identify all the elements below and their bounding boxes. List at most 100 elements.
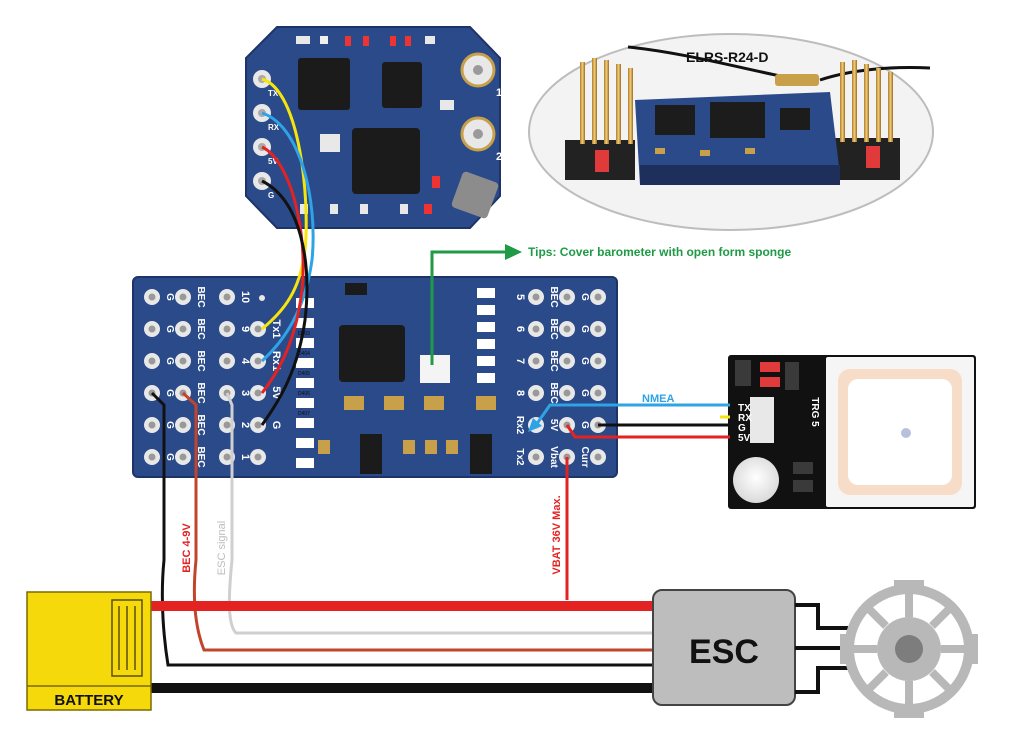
rx-pin-tx: TX xyxy=(268,89,279,98)
receiver-photo: ELRS-R24-D xyxy=(528,33,934,231)
fc-mcu-chip xyxy=(339,325,405,382)
left-g-6: G xyxy=(164,453,175,461)
receiver-chip-1 xyxy=(298,58,350,110)
motor xyxy=(840,580,978,718)
gps-pin-g: G xyxy=(738,423,746,434)
gps-module: TX RX G 5V TRG 5 xyxy=(728,355,976,509)
left-g-3: G xyxy=(164,357,175,365)
right-num-5: 5 xyxy=(514,294,526,300)
chip-label-2: D404 xyxy=(298,351,310,357)
right-num-8: 8 xyxy=(514,390,526,396)
receiver-button xyxy=(451,171,499,219)
chip-label-3: D405 xyxy=(298,371,310,377)
chip-label-5: D407 xyxy=(298,411,310,417)
chip-label-4: D406 xyxy=(298,391,310,397)
wire-rx-rx-blue xyxy=(260,111,315,363)
pad-vbat: Vbat xyxy=(548,446,559,468)
gps-wires: NMEA xyxy=(528,393,730,439)
barometer xyxy=(420,355,450,383)
tip-text: Tips: Cover barometer with open form spo… xyxy=(528,245,791,259)
wire-gps-5v-red xyxy=(565,424,730,439)
nmea-label: NMEA xyxy=(642,393,674,405)
wire-bec-ground-black xyxy=(150,391,655,667)
gps-feed-point xyxy=(901,428,911,438)
header-block-right xyxy=(830,138,900,180)
left-num-4: 4 xyxy=(239,358,251,365)
fc-right-labels: 5 6 7 8 BEC BEC BEC BEC G G G G Rx2 Tx2 … xyxy=(514,286,590,468)
left-g-1: G xyxy=(164,293,175,301)
esc-label: ESC xyxy=(689,633,759,671)
uart-tx1: Tx1 xyxy=(270,320,282,339)
right-g-3: G xyxy=(579,357,590,365)
gps-pin-tx: TX xyxy=(738,403,751,414)
receiver-wires xyxy=(260,77,315,426)
right-bec-3: BEC xyxy=(548,350,559,371)
right-bec-4: BEC xyxy=(548,382,559,403)
wire-rx-tx-yellow xyxy=(261,77,308,331)
left-bec-4: BEC xyxy=(195,382,206,403)
gps-chip xyxy=(750,397,774,443)
right-g-1: G xyxy=(579,293,590,301)
fc-left-pads xyxy=(144,289,266,465)
esc: ESC xyxy=(652,589,796,706)
receiver-antenna-2 xyxy=(819,66,931,82)
left-num-9: 9 xyxy=(239,326,251,332)
left-bec-5: BEC xyxy=(195,414,206,435)
motor-shaft xyxy=(895,635,923,663)
gps-model-label: TRG 5 xyxy=(809,397,820,427)
bec-label: BEC 4-9V xyxy=(181,523,193,573)
left-num-1: 1 xyxy=(239,454,251,460)
tip-arrow-line xyxy=(430,250,505,365)
motor-spokes xyxy=(854,594,964,704)
pad-5v: 5V xyxy=(548,419,559,432)
antenna-connector xyxy=(775,74,819,86)
left-g-2: G xyxy=(164,325,175,333)
receiver-chip-3 xyxy=(352,128,420,194)
rx-pin-rx: RX xyxy=(268,123,280,132)
antenna-label-2: 2 xyxy=(496,151,502,163)
rx-pin-5v: 5V xyxy=(268,157,278,166)
pad-rx2: Rx2 xyxy=(514,416,525,435)
left-num-2: 2 xyxy=(239,422,251,428)
gps-pin-rx: RX xyxy=(738,413,752,424)
vbat-label: VBAT 36V Max. xyxy=(551,495,563,574)
right-num-6: 6 xyxy=(514,326,526,332)
right-g-2: G xyxy=(579,325,590,333)
esc-signal-label: ESC signal xyxy=(216,521,228,575)
battery-label: BATTERY xyxy=(54,692,123,709)
left-bec-6: BEC xyxy=(195,446,206,467)
right-g-4: G xyxy=(579,389,590,397)
left-num-3: 3 xyxy=(239,390,251,396)
uart-g: G xyxy=(270,421,282,430)
barometer-tip: Tips: Cover barometer with open form spo… xyxy=(430,244,791,365)
wire-rx-5v-red xyxy=(260,145,305,394)
pad-tx2: Tx2 xyxy=(514,448,525,466)
antenna-label-1: 1 xyxy=(496,87,502,99)
receiver-model-label: ELRS-R24-D xyxy=(686,49,768,65)
left-bec-3: BEC xyxy=(195,350,206,371)
left-g-5: G xyxy=(164,421,175,429)
wire-gps-tx-blue xyxy=(534,403,730,426)
wire-rx-g-black xyxy=(260,179,309,426)
gps-battery-cell xyxy=(733,457,779,503)
pad-curr: Curr xyxy=(579,446,590,467)
receiver-antenna xyxy=(627,45,791,80)
left-bec-1: BEC xyxy=(195,286,206,307)
flight-controller: D403 D404 D405 D406 D407 xyxy=(132,276,618,478)
right-bec-1: BEC xyxy=(548,286,559,307)
left-g-4: G xyxy=(164,389,175,397)
right-num-7: 7 xyxy=(514,358,526,364)
rx-pin-g: G xyxy=(268,191,274,200)
motor-wires xyxy=(795,603,848,694)
left-bec-2: BEC xyxy=(195,318,206,339)
battery: BATTERY xyxy=(26,591,152,711)
left-num-10: 10 xyxy=(239,291,251,303)
receiver-board: 1 2 TX RX 5V G xyxy=(245,26,502,229)
right-bec-2: BEC xyxy=(548,318,559,339)
tip-arrow-head xyxy=(505,244,522,260)
pad-g: G xyxy=(579,421,590,429)
gps-pin-5v: 5V xyxy=(738,433,751,444)
power-wires xyxy=(150,391,655,693)
receiver-chip-2 xyxy=(382,62,422,108)
